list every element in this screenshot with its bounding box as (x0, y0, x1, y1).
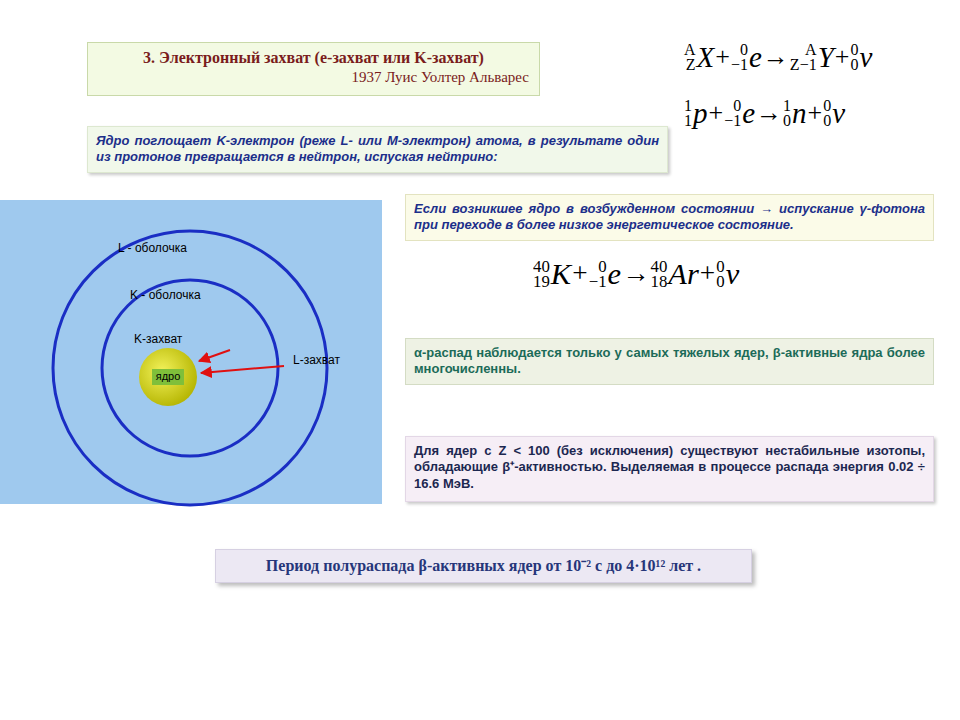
mass-number: 0 (598, 258, 606, 274)
charge-number: 19 (533, 274, 550, 290)
symbol: K (551, 256, 571, 292)
mass-number: A (684, 42, 696, 57)
mass-number: 0 (716, 258, 724, 274)
symbol: p (693, 96, 708, 130)
capture-label: L-захват (293, 353, 340, 367)
note-box: α-распад наблюдается только у самых тяже… (405, 338, 934, 385)
charge-number: −1 (731, 57, 748, 72)
operator: + (715, 40, 730, 74)
mass-number: 40 (533, 258, 550, 274)
operator: + (808, 96, 823, 130)
box-text: 3. Электронный захват (e-захват или K-за… (98, 48, 529, 68)
nuclide-indices: 11 (684, 98, 692, 128)
box-text: ядро (152, 369, 185, 385)
nuclear-equation: 4019K+0−1e→4018Ar+00ν (533, 256, 739, 292)
nuclear-equation: 11p+0−1e→10n+00ν (684, 96, 845, 130)
mass-number: A (805, 42, 817, 57)
capture-label: K-захват (134, 332, 182, 346)
symbol: n (792, 96, 807, 130)
nuclide-indices: AZ (684, 42, 696, 72)
box-text: Период полураспада β-активных ядер от 10… (226, 556, 741, 576)
nuclide-indices: 00 (716, 258, 724, 290)
nuclide-indices: 10 (783, 98, 791, 128)
box-text: Ядро поглощает K-электрон (реже L- или M… (96, 133, 659, 166)
nuclide-indices: AZ−1 (790, 42, 817, 72)
note-box: Для ядер с Z < 100 (без исключения) суще… (405, 436, 934, 502)
nuclide-indices: 0−1 (731, 42, 748, 72)
mass-number: 0 (823, 98, 831, 113)
box-text: Если возникшее ядро в возбужденном состо… (414, 201, 925, 234)
charge-number: 0 (850, 57, 858, 72)
charge-number: 0 (783, 113, 791, 128)
mass-number: 0 (740, 42, 748, 57)
symbol: e (742, 96, 755, 130)
symbol: ν (832, 96, 845, 130)
operator: → (756, 96, 782, 130)
shell-label: L - оболочка (118, 241, 187, 255)
k-capture-arrow (199, 350, 230, 361)
mass-number: 1 (783, 98, 791, 113)
nuclide-indices: 4019 (533, 258, 550, 290)
nuclide-indices: 00 (850, 42, 858, 72)
charge-number: 18 (651, 274, 668, 290)
nucleus-circle (139, 348, 197, 406)
box-text: α-распад наблюдается только у самых тяже… (414, 345, 925, 378)
mass-number: 40 (651, 258, 668, 274)
title-box: 3. Электронный захват (e-захват или K-за… (87, 42, 540, 96)
symbol: e (608, 256, 622, 292)
operator: + (700, 256, 715, 292)
symbol: ν (726, 256, 740, 292)
nuclide-indices: 0−1 (589, 258, 607, 290)
charge-number: Z−1 (790, 57, 817, 72)
mass-number: 0 (850, 42, 858, 57)
symbol: e (749, 40, 762, 74)
charge-number: 0 (823, 113, 831, 128)
shell-label: K - оболочка (130, 288, 201, 302)
symbol: Ar (668, 256, 698, 292)
symbol: ν (859, 40, 872, 74)
operator: → (622, 256, 649, 292)
box-subtext: 1937 Луис Уолтер Альварес (98, 68, 529, 87)
charge-number: 0 (716, 274, 724, 290)
l-capture-arrow (201, 366, 284, 373)
operator: → (763, 40, 789, 74)
symbol: Y (818, 40, 834, 74)
l-shell (53, 231, 327, 505)
charge-number: −1 (589, 274, 607, 290)
charge-number: 1 (684, 113, 692, 128)
charge-number: Z (686, 57, 696, 72)
charge-number: −1 (724, 113, 741, 128)
halflife-box: Период полураспада β-активных ядер от 10… (215, 549, 752, 583)
nuclear-equation: AZX+0−1e→AZ−1Y+00ν (684, 40, 872, 74)
nuclide-indices: 0−1 (724, 98, 741, 128)
note-box: Если возникшее ядро в возбужденном состо… (405, 194, 934, 241)
box-text: Для ядер с Z < 100 (без исключения) суще… (414, 443, 925, 492)
operator: + (572, 256, 587, 292)
mass-number: 0 (733, 98, 741, 113)
mass-number: 1 (684, 98, 692, 113)
nuclide-indices: 00 (823, 98, 831, 128)
operator: + (835, 40, 850, 74)
symbol: X (697, 40, 715, 74)
description-box: Ядро поглощает K-электрон (реже L- или M… (87, 126, 668, 173)
operator: + (709, 96, 724, 130)
nuclide-indices: 4018 (651, 258, 668, 290)
nucleus: ядро (138, 347, 198, 407)
blue-panel (0, 200, 382, 504)
